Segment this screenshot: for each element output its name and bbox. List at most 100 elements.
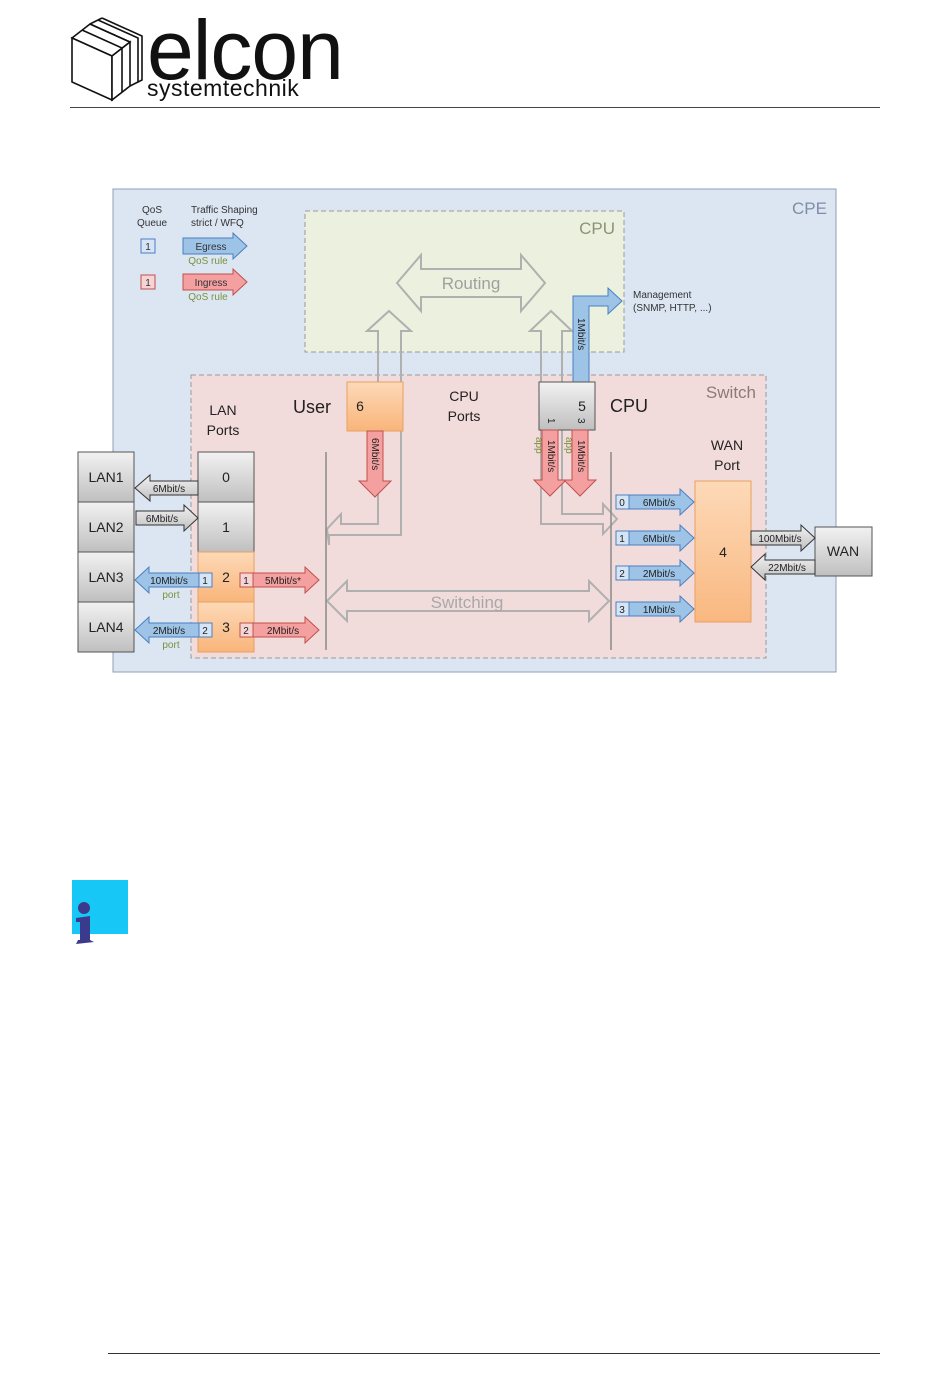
cpu-ports-label-2: Ports bbox=[448, 408, 481, 424]
switching-label: Switching bbox=[431, 593, 504, 612]
lan3-egress-queue: 1 bbox=[202, 576, 208, 587]
logo-mark-icon bbox=[70, 17, 143, 102]
lan4-ingress-rate: 2Mbit/s bbox=[267, 626, 299, 637]
lan4-egress-tag: port bbox=[162, 640, 179, 651]
management-arrow bbox=[572, 286, 623, 383]
legend-egress-queue: 1 bbox=[145, 242, 151, 253]
cpe-label: CPE bbox=[792, 199, 827, 218]
legend-shaping-1: Traffic Shaping bbox=[191, 205, 258, 216]
lan3-ingress-rate: 5Mbit/s* bbox=[265, 576, 301, 587]
elcon-logo bbox=[68, 14, 408, 104]
legend-ingress-label: Ingress bbox=[195, 278, 228, 289]
wan-in-rate: 22Mbit/s bbox=[768, 563, 806, 574]
lan-port-1-box bbox=[197, 501, 255, 553]
wan-queue-3-num: 3 bbox=[619, 605, 625, 616]
lan4-label: LAN4 bbox=[88, 619, 123, 635]
user-down-arrow bbox=[357, 430, 393, 498]
lan-port-0-num: 0 bbox=[222, 469, 230, 485]
lan-port-2-num: 2 bbox=[222, 569, 230, 585]
lan3-label: LAN3 bbox=[88, 569, 123, 585]
lan-port-3-num: 3 bbox=[222, 619, 230, 635]
lan-ports-label-1: LAN bbox=[209, 402, 236, 418]
management-label-1: Management bbox=[633, 290, 692, 301]
user-port-num: 6 bbox=[356, 398, 364, 414]
cpu-area-label: CPU bbox=[579, 219, 615, 238]
lan-ports-label-2: Ports bbox=[207, 422, 240, 438]
wan-queue-0-rate: 6Mbit/s bbox=[643, 498, 675, 509]
lan-port-1-num: 1 bbox=[222, 519, 230, 535]
wan-out-rate: 100Mbit/s bbox=[758, 534, 801, 545]
network-diagram: CPE CPU Switch QoS Queue Traffic Shaping… bbox=[77, 188, 873, 673]
lan4-ingress-queue: 2 bbox=[243, 626, 249, 637]
lan3-ingress-queue-box bbox=[239, 572, 254, 588]
wan-queue-0-box bbox=[615, 494, 630, 510]
legend-egress-arrow bbox=[182, 231, 248, 261]
wan-out-arrow bbox=[750, 523, 816, 553]
wan-port-num: 4 bbox=[719, 544, 727, 560]
wan-in-arrow bbox=[750, 552, 816, 582]
cpu-ingress-arrow-1 bbox=[532, 429, 568, 497]
lan4-box bbox=[77, 601, 135, 653]
legend-qos-queue-2: Queue bbox=[137, 218, 167, 229]
lan1-rate: 6Mbit/s bbox=[153, 484, 185, 495]
routing-label: Routing bbox=[442, 274, 501, 293]
logo-word: elcon bbox=[147, 3, 344, 97]
management-label-2: (SNMP, HTTP, ...) bbox=[633, 303, 712, 314]
legend-qos-queue-1: QoS bbox=[142, 205, 162, 216]
wan-port-box bbox=[694, 480, 752, 623]
cpu-ingress-queue-1: 1 bbox=[545, 418, 556, 424]
legend-ingress-queue: 1 bbox=[145, 278, 151, 289]
cpu-label: CPU bbox=[610, 396, 648, 416]
legend-shaping-2: strict / WFQ bbox=[191, 218, 244, 229]
lan2-ingress-arrow bbox=[135, 503, 199, 533]
legend-ingress-rule: QoS rule bbox=[188, 292, 228, 303]
wan-queue-2-box bbox=[615, 565, 630, 581]
footer-divider bbox=[108, 1353, 880, 1354]
lan4-ingress-queue-box bbox=[239, 622, 254, 638]
cpu-ingress-arrow-3 bbox=[562, 429, 598, 497]
switch-label: Switch bbox=[706, 383, 756, 402]
lan1-label: LAN1 bbox=[88, 469, 123, 485]
lan1-box bbox=[77, 451, 135, 503]
wan-queue-1-rate: 6Mbit/s bbox=[643, 534, 675, 545]
wan-box bbox=[814, 526, 873, 577]
cpu-ingress-rate-1: 1Mbit/s bbox=[545, 440, 556, 472]
wan-port-label-2: Port bbox=[714, 457, 740, 473]
wan-queue-1-num: 1 bbox=[619, 534, 625, 545]
wan-queues: 0 6Mbit/s 1 6Mbit/s 2 2Mbit/s 3 1Mbit/s bbox=[615, 487, 695, 624]
user-port-box bbox=[346, 381, 404, 432]
wan-queue-3-box bbox=[615, 601, 630, 617]
lan4-egress-rate: 2Mbit/s bbox=[153, 626, 185, 637]
switching-arrow bbox=[325, 578, 611, 624]
legend-ingress-arrow bbox=[182, 267, 248, 297]
routing-up-arrow-left bbox=[325, 309, 414, 546]
legend-egress-label: Egress bbox=[195, 242, 226, 253]
routing-arrow bbox=[395, 252, 547, 314]
lan-port-0-box bbox=[197, 451, 255, 503]
management-rate: 1Mbit/s bbox=[575, 318, 586, 350]
legend-egress-rule: QoS rule bbox=[188, 256, 228, 267]
wan-queue-2-num: 2 bbox=[619, 569, 625, 580]
lan3-egress-queue-box bbox=[198, 572, 213, 588]
user-label: User bbox=[293, 397, 331, 417]
routing-up-arrow-right bbox=[527, 309, 619, 537]
cpu-ingress-tag-3: app bbox=[563, 437, 574, 454]
lan3-ingress-queue: 1 bbox=[243, 576, 249, 587]
cpu-ingress-queue-3: 3 bbox=[575, 418, 586, 424]
lan4-egress-queue: 2 bbox=[202, 626, 208, 637]
lan-devices: LAN1 LAN2 LAN3 LAN4 bbox=[77, 451, 135, 653]
lan2-rate: 6Mbit/s bbox=[146, 514, 178, 525]
wan-queue-2-rate: 2Mbit/s bbox=[643, 569, 675, 580]
user-rate: 6Mbit/s bbox=[369, 438, 380, 470]
lan2-label: LAN2 bbox=[88, 519, 123, 535]
lan3-egress-rate: 10Mbit/s bbox=[150, 576, 188, 587]
cpu-ingress-tag-1: app bbox=[533, 437, 544, 454]
wan-port-label-1: WAN bbox=[711, 437, 743, 453]
cpu-area bbox=[304, 210, 625, 353]
info-icon bbox=[72, 880, 128, 944]
cpu-ingress-rate-3: 1Mbit/s bbox=[575, 440, 586, 472]
cpu-port-box bbox=[538, 381, 596, 431]
wan-label: WAN bbox=[827, 543, 859, 559]
lan3-box bbox=[77, 551, 135, 603]
wan-queue-0-num: 0 bbox=[619, 498, 625, 509]
